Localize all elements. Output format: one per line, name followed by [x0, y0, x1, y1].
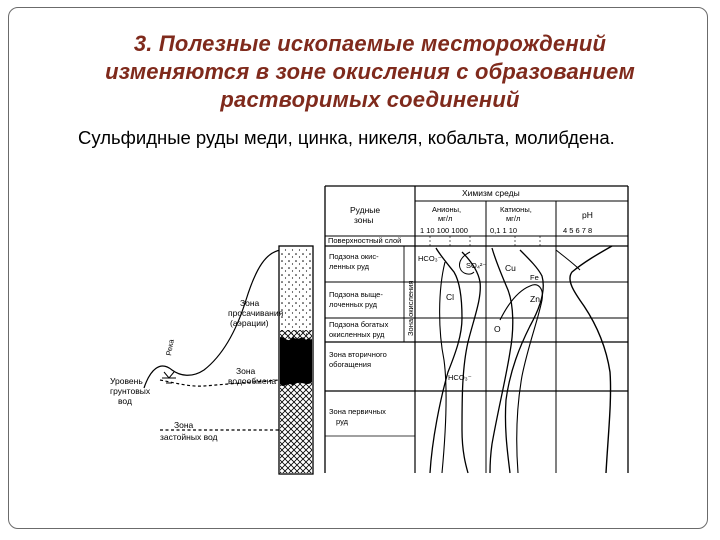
zone-oxidized-ores: Подзона окис- [329, 252, 379, 261]
ore-zones-header: Рудные зоны [350, 205, 380, 225]
zone-leached-ores: Подзона выще- [329, 290, 383, 299]
ore-zone-labels: Поверхностный слой Подзона окис- ленных … [328, 236, 401, 426]
groundwater-level-label: Уровень грунтовых вод [110, 376, 151, 406]
svg-text:Анионы,: Анионы, [432, 205, 461, 214]
svg-text:вод: вод [118, 396, 132, 406]
svg-text:O: O [494, 324, 501, 334]
svg-text:Река: Река [164, 338, 176, 357]
svg-text:застойных вод: застойных вод [160, 432, 218, 442]
zone-rich-oxidized-ores: Подзона богатых [329, 320, 389, 329]
svg-text:окисленных руд: окисленных руд [329, 330, 385, 339]
svg-text:обогащения: обогащения [329, 360, 371, 369]
svg-text:HCO₃⁻: HCO₃⁻ [448, 373, 472, 382]
chemistry-table-grid [324, 185, 629, 473]
stagnant-water-zone-label: Зона застойных вод [160, 420, 218, 442]
slide-title: 3. Полезные ископаемые месторождений изм… [60, 30, 680, 114]
cations-header: Катионы, мг/л 0,1 1 10 [490, 205, 532, 235]
anion-curves [429, 247, 481, 474]
svg-text:просачивания: просачивания [228, 308, 284, 318]
svg-text:мг/л: мг/л [506, 214, 520, 223]
svg-text:Уровень: Уровень [110, 376, 143, 386]
svg-text:1 10 100 1000: 1 10 100 1000 [420, 226, 468, 235]
svg-text:мг/л: мг/л [438, 214, 452, 223]
tick-guides [429, 236, 541, 246]
svg-text:Fe: Fe [530, 273, 539, 282]
svg-text:Cu: Cu [505, 263, 516, 273]
svg-text:лоченных руд: лоченных руд [329, 300, 378, 309]
svg-text:HCO₃⁻: HCO₃⁻ [418, 254, 442, 263]
anions-header: Анионы, мг/л 1 10 100 1000 [420, 205, 468, 235]
water-exchange-zone-label: Зона водообмена [228, 366, 276, 386]
river-label: Река [164, 338, 176, 357]
title-line-3: растворимых соединений [220, 87, 520, 112]
svg-text:SO₄²⁻: SO₄²⁻ [466, 261, 486, 270]
svg-text:грунтовых: грунтовых [110, 386, 151, 396]
zone-primary-ores: Зона первичных [329, 407, 386, 416]
svg-text:Катионы,: Катионы, [500, 205, 532, 214]
svg-text:руд: руд [336, 417, 349, 426]
svg-text:Зона: Зона [240, 298, 260, 308]
ph-header: pH 4 5 6 7 8 [563, 210, 593, 235]
zone-surface-layer: Поверхностный слой [328, 236, 401, 245]
svg-text:ленных руд: ленных руд [329, 262, 370, 271]
oxidation-zone-label: Зона окисления [406, 281, 415, 336]
svg-text:зоны: зоны [354, 215, 373, 225]
title-line-2: изменяются в зоне окисления с образовани… [105, 59, 635, 84]
aeration-zone-label: Зона просачивания (аэрации) [228, 298, 284, 328]
svg-text:Зона: Зона [174, 420, 194, 430]
ph-curve [555, 245, 613, 474]
slide-subtitle: Сульфидные руды меди, цинка, никеля, коб… [78, 127, 615, 148]
terrain-profile [143, 249, 282, 431]
svg-text:Зона: Зона [236, 366, 256, 376]
svg-text:Рудные: Рудные [350, 205, 380, 215]
cation-curves [489, 247, 544, 474]
chemistry-header: Химизм среды [462, 188, 520, 198]
svg-text:водообмена: водообмена [228, 376, 276, 386]
anion-labels: HCO₃⁻ SO₄²⁻ Cl HCO₃⁻ [418, 254, 486, 382]
svg-text:Zn: Zn [530, 294, 540, 304]
title-line-1: 3. Полезные ископаемые месторождений [133, 31, 607, 56]
slide-frame [8, 7, 708, 529]
zone-secondary-enrichment: Зона вторичного [329, 350, 387, 359]
svg-text:0,1 1 10: 0,1 1 10 [490, 226, 517, 235]
svg-text:pH: pH [582, 210, 593, 220]
ore-column [278, 245, 314, 475]
svg-text:(аэрации): (аэрации) [230, 318, 269, 328]
svg-text:4 5 6 7 8: 4 5 6 7 8 [563, 226, 592, 235]
cation-labels: Cu Fe Zn O [494, 263, 540, 334]
svg-text:Cl: Cl [446, 292, 454, 302]
